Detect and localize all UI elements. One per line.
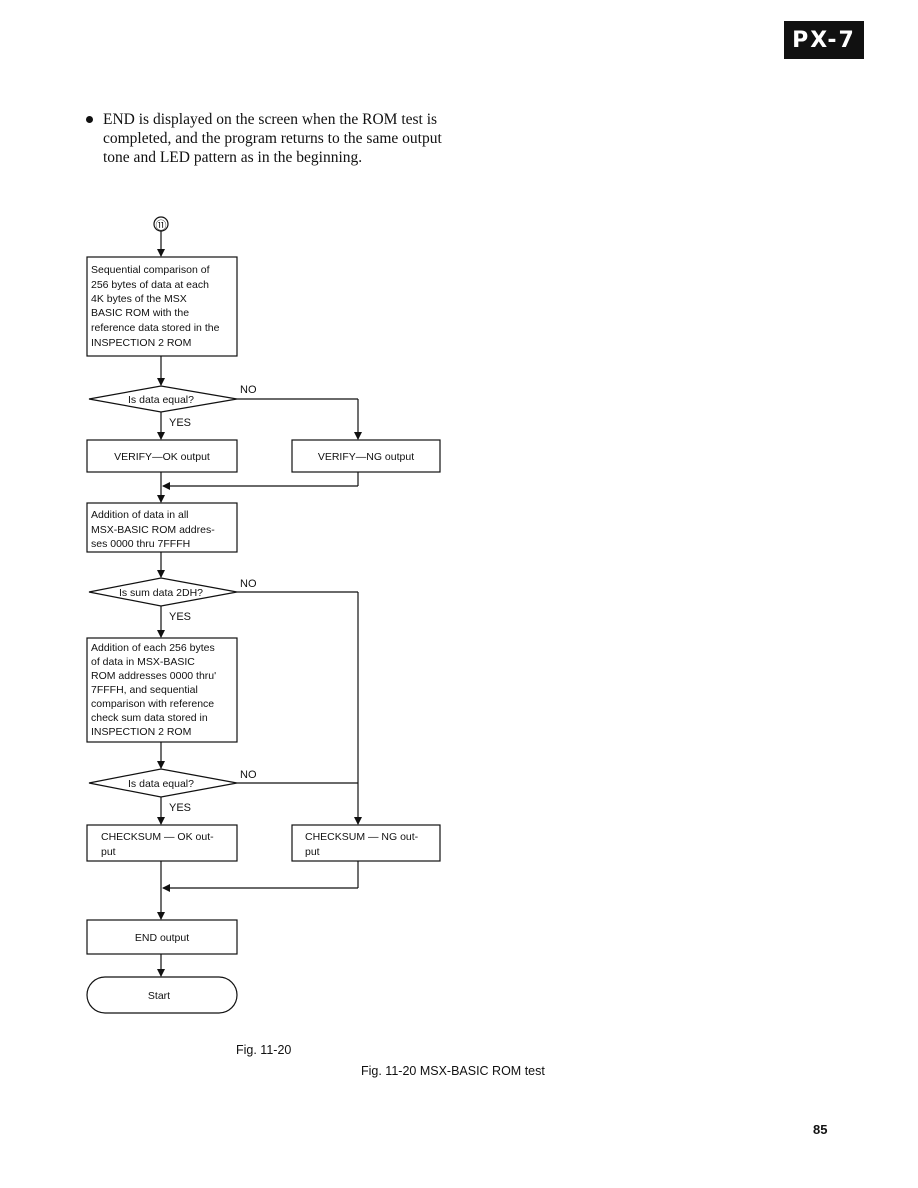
box3-line3: ROM addresses 0000 thru'	[91, 670, 216, 682]
yes3-label: YES	[169, 802, 191, 814]
box-addition-all	[86, 502, 238, 553]
box3-line6: check sum data stored in	[91, 712, 208, 724]
no2-label: NO	[240, 578, 257, 590]
box-end-output	[86, 919, 238, 955]
box-addition-256	[86, 637, 238, 743]
box-sequential-comparison	[86, 256, 238, 357]
box1-line6: INSPECTION 2 ROM	[91, 337, 191, 349]
no1-label: NO	[240, 384, 257, 396]
no3-label: NO	[240, 769, 257, 781]
box3-line5: comparison with reference	[91, 698, 214, 710]
decision3-label: Is data equal?	[128, 778, 194, 790]
box1-line3: 4K bytes of the MSX	[91, 293, 187, 305]
box1-line2: 256 bytes of data at each	[91, 279, 209, 291]
verify-ok-label: VERIFY—OK output	[114, 451, 210, 463]
intro-paragraph: END is displayed on the screen when the …	[86, 110, 446, 167]
verify-ng-label: VERIFY—NG output	[318, 451, 414, 463]
box-checksum-ng	[291, 824, 441, 862]
checksum-ng-line1: CHECKSUM — NG out-	[305, 831, 419, 843]
box-checksum-ok	[86, 824, 238, 862]
box1-line5: reference data stored in the	[91, 322, 220, 334]
checksum-ok-line1: CHECKSUM — OK out-	[101, 831, 214, 843]
intro-text: END is displayed on the screen when the …	[103, 111, 442, 166]
box3-line4: 7FFFH, and sequential	[91, 684, 198, 696]
figure-caption-short: Fig. 11-20	[236, 1043, 292, 1057]
box-verify-ok	[86, 439, 238, 473]
box3-line1: Addition of each 256 bytes	[91, 642, 215, 654]
start-label: Start	[148, 990, 170, 1002]
box2-line1: Addition of data in all	[91, 509, 188, 521]
box3-line2: of data in MSX-BASIC	[91, 656, 195, 668]
terminator-start	[86, 976, 238, 1014]
checksum-ok-line2: put	[101, 846, 116, 858]
end-output-label: END output	[135, 932, 189, 944]
box1-line4: BASIC ROM with the	[91, 307, 189, 319]
box1-line1: Sequential comparison of	[91, 264, 210, 276]
box2-line2: MSX-BASIC ROM addres-	[91, 524, 215, 536]
model-tab: PX-7	[784, 21, 864, 59]
connector-label: ⑪	[156, 219, 167, 232]
decision2-label: Is sum data 2DH?	[119, 587, 203, 599]
decision1-label: Is data equal?	[128, 394, 194, 406]
yes2-label: YES	[169, 611, 191, 623]
checksum-ng-line2: put	[305, 846, 320, 858]
page-number: 85	[813, 1122, 828, 1137]
figure-caption-full: Fig. 11-20 MSX-BASIC ROM test	[361, 1064, 545, 1078]
yes1-label: YES	[169, 417, 191, 429]
box2-line3: ses 0000 thru 7FFFH	[91, 538, 190, 550]
box3-line7: INSPECTION 2 ROM	[91, 726, 191, 738]
box-verify-ng	[291, 439, 441, 473]
bullet-icon	[86, 116, 93, 123]
